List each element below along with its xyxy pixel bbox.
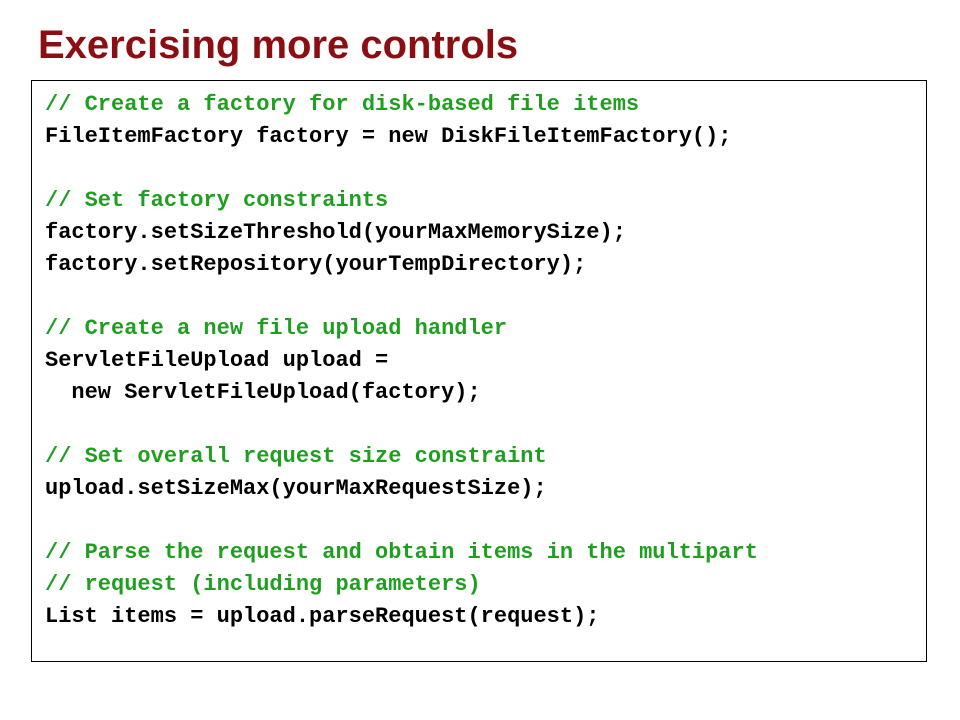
code-line xyxy=(45,281,926,313)
code-line xyxy=(45,409,926,441)
code-line xyxy=(45,153,926,185)
code-line: // Create a factory for disk-based file … xyxy=(45,92,640,117)
code-line: FileItemFactory factory = new DiskFileIt… xyxy=(45,124,732,149)
code-line: new ServletFileUpload(factory); xyxy=(45,380,481,405)
code-line: // Set factory constraints xyxy=(45,188,389,213)
code-line: factory.setSizeThreshold(yourMaxMemorySi… xyxy=(45,220,626,245)
code-line: // Parse the request and obtain items in… xyxy=(45,540,758,565)
slide-title: Exercising more controls xyxy=(38,23,519,67)
code-line: ServletFileUpload upload = xyxy=(45,348,389,373)
code-line: factory.setRepository(yourTempDirectory)… xyxy=(45,252,587,277)
code-line: // Create a new file upload handler xyxy=(45,316,508,341)
code-line xyxy=(45,505,926,537)
code-line: // Set overall request size constraint xyxy=(45,444,547,469)
code-line: // request (including parameters) xyxy=(45,572,481,597)
code-block: // Create a factory for disk-based file … xyxy=(31,80,927,662)
code-line: upload.setSizeMax(yourMaxRequestSize); xyxy=(45,476,547,501)
code-line: List items = upload.parseRequest(request… xyxy=(45,604,600,629)
